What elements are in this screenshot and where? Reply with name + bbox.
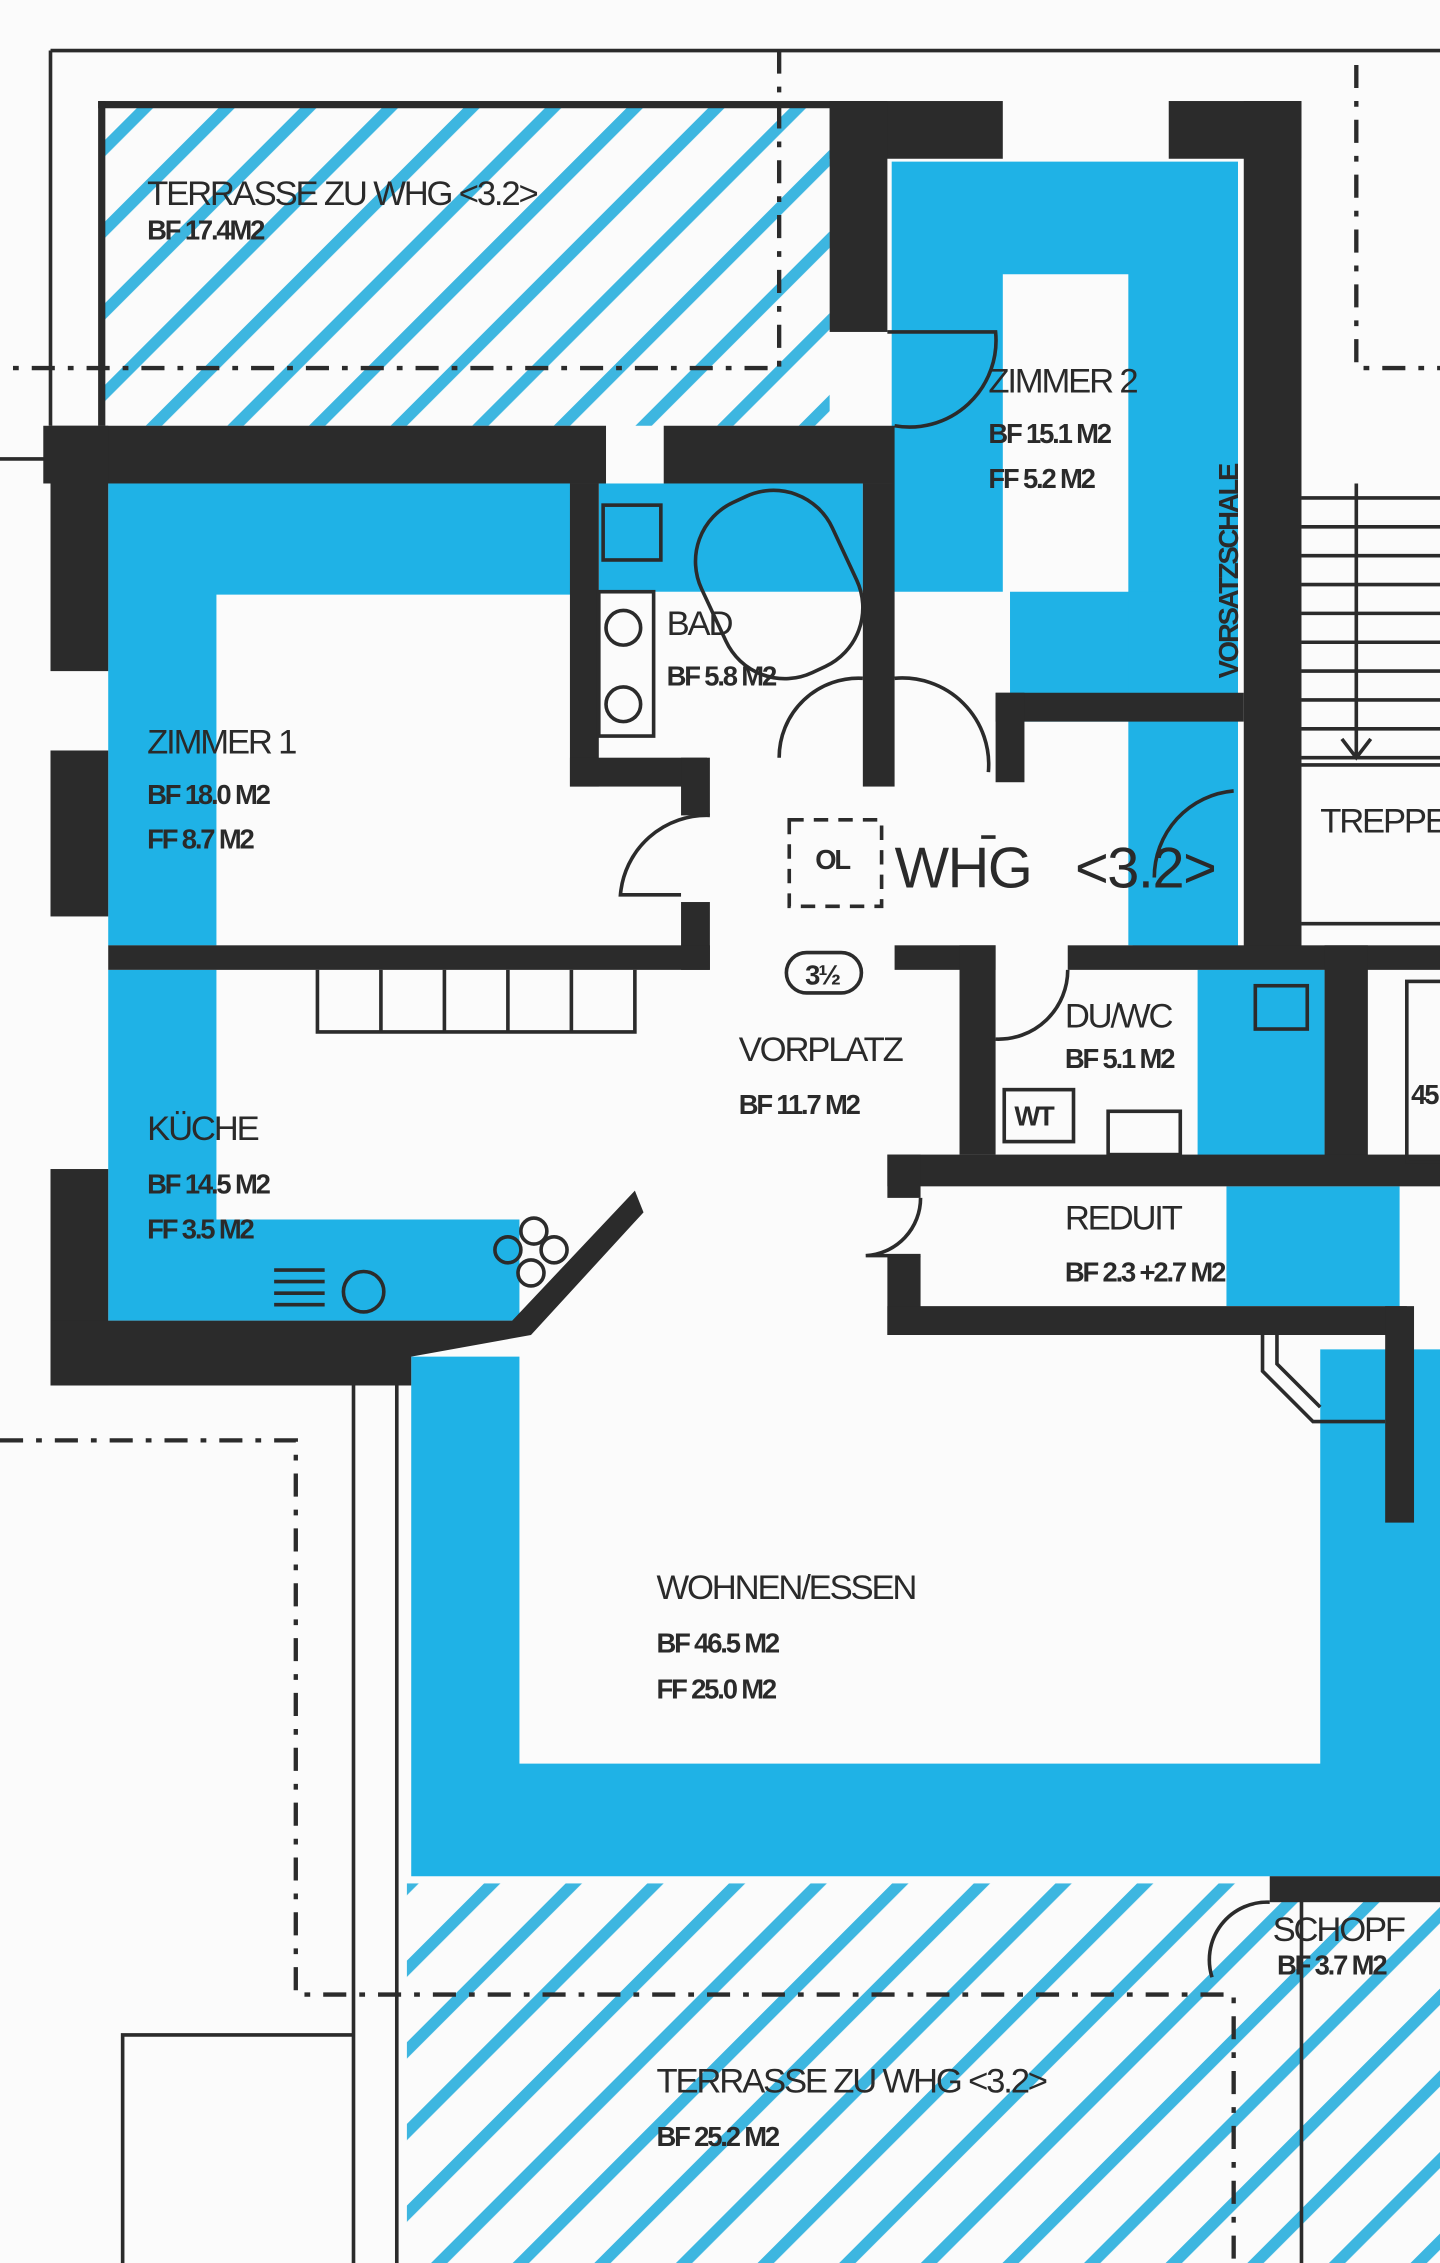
kueche-bf: BF 14.5 M2 <box>147 1169 270 1200</box>
wohnen-bf: BF 46.5 M2 <box>657 1628 780 1659</box>
duwc-name: DU/WC <box>1065 998 1173 1036</box>
terrace-bottom-area: BF 25.2 M2 <box>657 2121 780 2152</box>
terrace-top-name: TERRASSE ZU WHG <3.2> <box>147 175 537 213</box>
zimmer2-name: ZIMMER 2 <box>988 363 1137 401</box>
shaft-box <box>787 817 884 909</box>
bad-name: BAD <box>667 605 733 643</box>
terrace-top-hatch <box>103 106 830 426</box>
zimmer1-ff: FF 8.7 M2 <box>147 824 254 855</box>
schopf-area: BF 3.7 M2 <box>1277 1949 1387 1980</box>
reduit-name: REDUIT <box>1065 1200 1183 1238</box>
terrace-bottom-name: TERRASSE ZU WHG <3.2> <box>657 2063 1047 2101</box>
zimmer1-bf: BF 18.0 M2 <box>147 779 270 810</box>
shaft-label: OL <box>815 844 850 875</box>
rooms-count: 3½ <box>805 959 840 990</box>
duwc-area: BF 5.1 M2 <box>1065 1043 1175 1074</box>
kueche-fill <box>108 969 520 1321</box>
reduit-area: BF 2.3 +2.7 M2 <box>1065 1257 1226 1288</box>
apartment-number: <3.2> <box>1075 837 1215 901</box>
vorplatz-name: VORPLATZ <box>739 1031 904 1069</box>
wohnen-ff: FF 25.0 M2 <box>657 1674 777 1705</box>
neighbor-partial: 45 <box>1411 1079 1439 1110</box>
zimmer1-fill <box>108 483 575 946</box>
vorplatz-area: BF 11.7 M2 <box>739 1089 861 1120</box>
zimmer1-name: ZIMMER 1 <box>147 723 296 761</box>
vorsatzschale-label: VORSATZSCHALE <box>1213 463 1244 678</box>
kueche-name: KÜCHE <box>147 1110 258 1148</box>
washbasin-label: WT <box>1014 1101 1055 1132</box>
treppe-label: TREPPE <box>1320 803 1440 841</box>
rooms-count-badge <box>784 950 864 995</box>
zimmer2-bf: BF 15.1 M2 <box>988 418 1111 449</box>
zimmer2-ff: FF 5.2 M2 <box>988 463 1095 494</box>
terrace-bottom-hatch <box>406 1883 1440 2263</box>
apartment-label: WHG <box>895 837 1032 901</box>
bad-area: BF 5.8 M2 <box>667 661 777 692</box>
wohnen-fill <box>411 1349 1440 1877</box>
kueche-ff: FF 3.5 M2 <box>147 1213 254 1244</box>
terrace-top-area: BF 17.4M2 <box>147 215 265 246</box>
wohnen-name: WOHNEN/ESSEN <box>657 1569 916 1607</box>
schopf-name: SCHOPF <box>1273 1911 1405 1949</box>
